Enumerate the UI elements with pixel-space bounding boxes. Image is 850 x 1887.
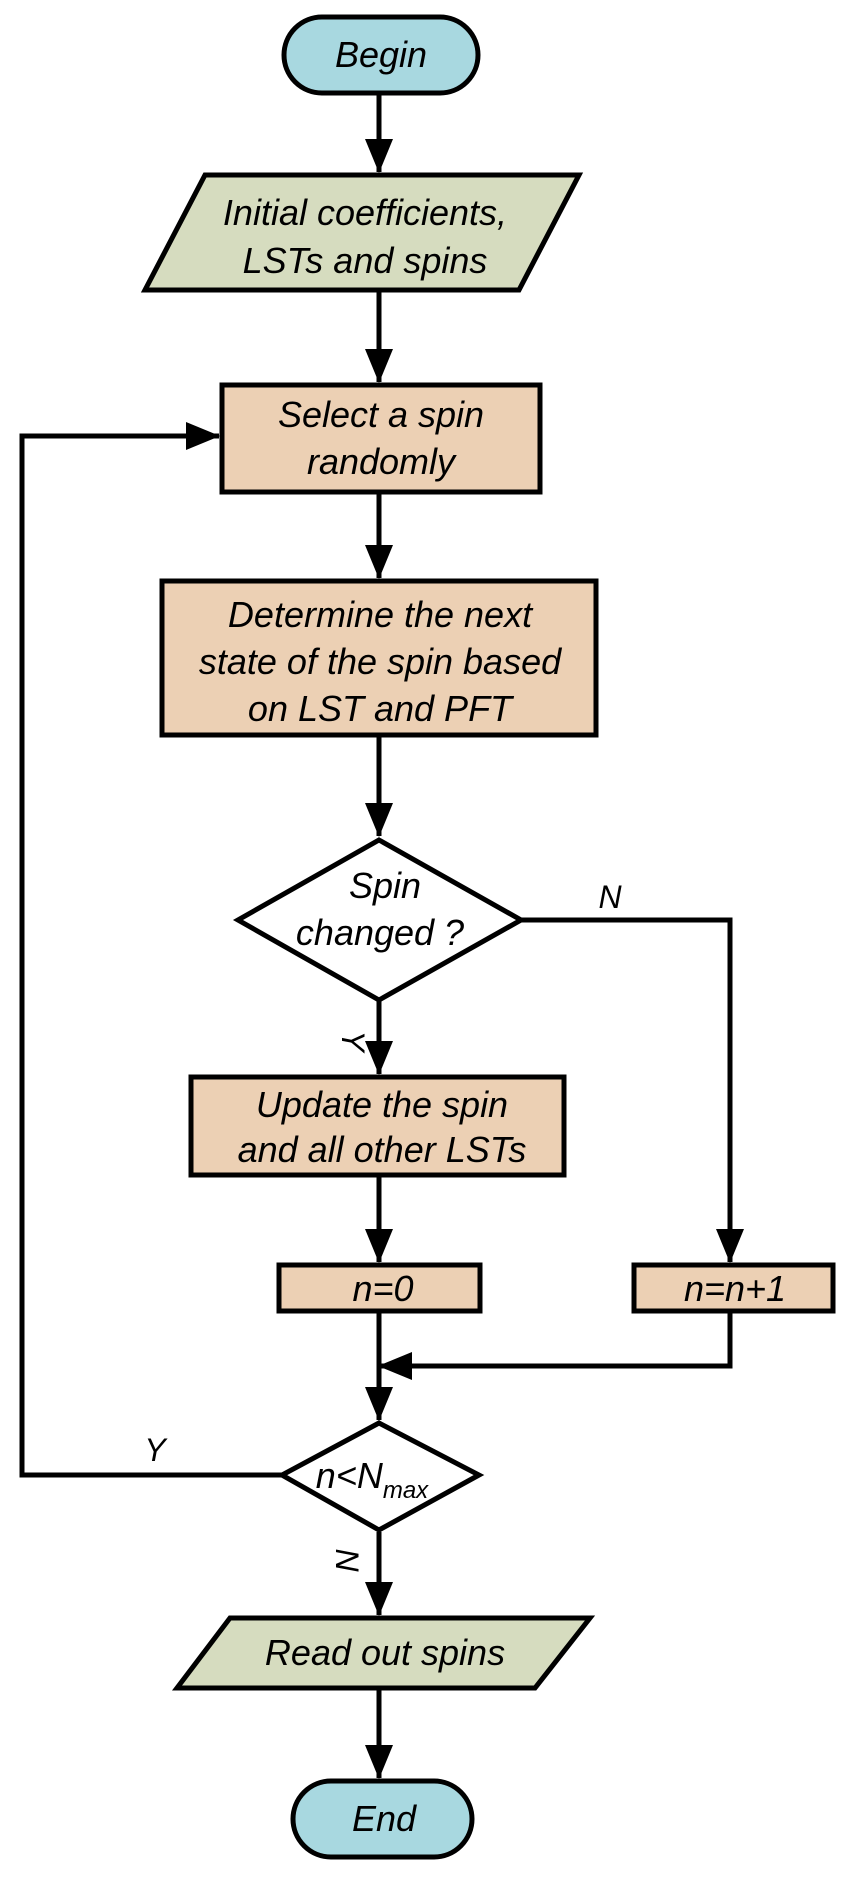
- begin-terminal: Begin: [281, 14, 481, 96]
- update-spin-process: Update the spin and all other LSTs: [188, 1074, 567, 1178]
- update-line-2: and all other LSTs: [238, 1129, 527, 1170]
- max-check-label: n<Nmax: [316, 1455, 429, 1504]
- max-check-base: n<N: [316, 1455, 384, 1496]
- select-shape: [219, 382, 543, 495]
- end-terminal: End: [290, 1778, 475, 1860]
- arrow-increment-to-merge: [378, 1313, 733, 1380]
- reset-counter-process: n=0: [276, 1262, 483, 1314]
- select-line-2: randomly: [307, 441, 457, 482]
- update-line-1: Update the spin: [256, 1084, 508, 1125]
- begin-label: Begin: [335, 34, 427, 75]
- spin-changed-line-2: changed ?: [296, 912, 464, 953]
- reset-label: n=0: [352, 1268, 413, 1309]
- max-check-decision: n<Nmax: [276, 1420, 485, 1533]
- select-line-1: Select a spin: [278, 394, 484, 435]
- readout-label: Read out spins: [265, 1632, 505, 1673]
- initial-line-1: Initial coefficients,: [223, 192, 507, 233]
- max-check-shape: [276, 1420, 485, 1533]
- spin-changed-line-1: Spin: [349, 865, 421, 906]
- edge-label-spin-changed-yes: Y: [335, 1030, 371, 1054]
- determine-state-process: Determine the next state of the spin bas…: [159, 578, 599, 738]
- readout-output: Read out spins: [171, 1615, 596, 1691]
- arrow-decision-no-to-increment: [521, 917, 744, 1263]
- edge-label-check-yes: Y: [144, 1432, 168, 1468]
- update-shape: [188, 1074, 567, 1178]
- spin-changed-shape: [232, 837, 527, 1003]
- arrow-check-yes-loop-back: [19, 422, 282, 1478]
- select-spin-process: Select a spin randomly: [219, 382, 543, 495]
- determine-shape: [159, 578, 599, 738]
- determine-line-2: state of the spin based: [199, 641, 562, 682]
- increment-counter-process: n=n+1: [631, 1262, 836, 1314]
- readout-shape: [171, 1615, 596, 1691]
- initial-input: Initial coefficients, LSTs and spins: [140, 172, 584, 293]
- edge-label-check-no: N: [329, 1548, 365, 1572]
- increment-shape: [631, 1262, 836, 1314]
- initial-shape: [140, 172, 584, 293]
- determine-line-3: on LST and PFT: [248, 688, 515, 729]
- initial-line-2: LSTs and spins: [243, 240, 488, 281]
- connectors: [19, 95, 744, 1779]
- end-label: End: [352, 1798, 417, 1839]
- max-check-subscript: max: [383, 1477, 429, 1504]
- spin-changed-decision: Spin changed ?: [232, 837, 527, 1003]
- edge-label-spin-changed-no: N: [598, 879, 622, 915]
- determine-line-1: Determine the next: [228, 594, 534, 635]
- end-shape: [290, 1778, 475, 1860]
- reset-shape: [276, 1262, 483, 1314]
- increment-label: n=n+1: [684, 1268, 786, 1309]
- begin-shape: [281, 14, 481, 96]
